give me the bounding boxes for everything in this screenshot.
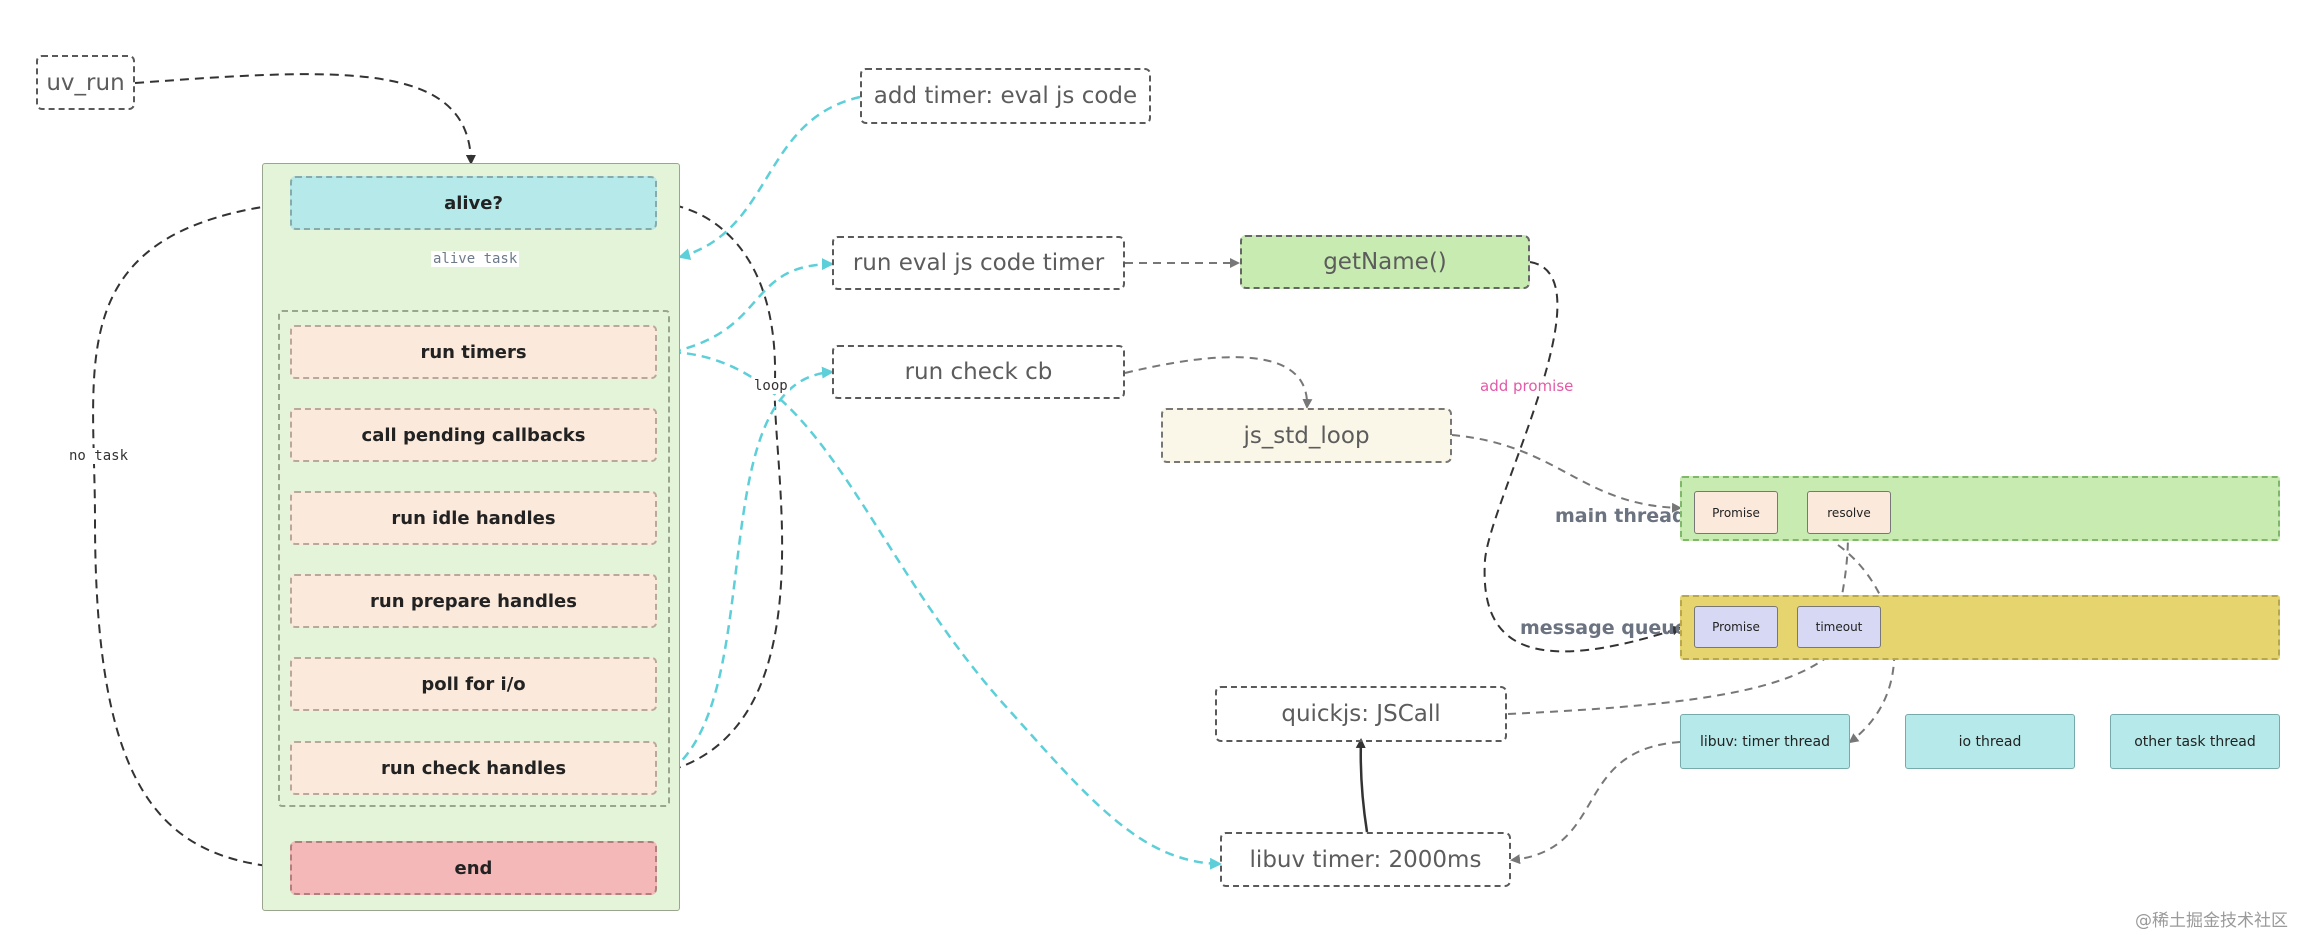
main-thread-lane <box>1680 476 2280 541</box>
end-node: end <box>290 841 657 895</box>
alive-node: alive? <box>290 176 657 230</box>
edge-checkcb-jsstd <box>1124 356 1313 409</box>
edge-getname-queue <box>1483 261 1682 653</box>
poll-io-node: poll for i/o <box>290 657 657 711</box>
edge-addtimer-alive <box>678 95 861 261</box>
message-queue-label: message queue <box>1520 617 1688 639</box>
timeout-chip: timeout <box>1797 606 1881 648</box>
loop-label: loop <box>752 378 790 394</box>
call-pending-callbacks-node: call pending callbacks <box>290 408 657 462</box>
edge-check-cb <box>671 366 834 771</box>
quickjs-jscall-node: quickjs: JSCall <box>1215 686 1507 742</box>
promise-chip-queue: Promise <box>1694 606 1778 648</box>
run-idle-handles-node: run idle handles <box>290 491 657 545</box>
no-task-label: no task <box>67 448 131 464</box>
loop-phases-group <box>278 310 670 807</box>
run-eval-timer-node: run eval js code timer <box>832 236 1125 290</box>
main-thread-label: main thread <box>1555 505 1686 527</box>
edge-no-task <box>92 202 292 873</box>
other-task-thread-node: other task thread <box>2110 714 2280 769</box>
promise-chip-main: Promise <box>1694 491 1778 534</box>
edge-timers-libuv <box>671 350 1222 870</box>
edge-libuv-jscall <box>1355 738 1369 833</box>
add-timer-node: add timer: eval js code <box>860 68 1151 124</box>
edge-uvrun-alive <box>134 73 476 165</box>
js-std-loop-node: js_std_loop <box>1161 408 1452 463</box>
run-prepare-handles-node: run prepare handles <box>290 574 657 628</box>
io-thread-node: io thread <box>1905 714 2075 769</box>
run-check-handles-node: run check handles <box>290 741 657 795</box>
libuv-timer-node: libuv timer: 2000ms <box>1220 832 1511 887</box>
run-timers-node: run timers <box>290 325 657 379</box>
alive-task-label: alive task <box>431 251 520 267</box>
run-check-cb-node: run check cb <box>832 345 1125 399</box>
resolve-chip: resolve <box>1807 491 1891 534</box>
message-queue-lane <box>1680 595 2280 660</box>
watermark: @稀土掘金技术社区 <box>2135 911 2288 931</box>
edge-jsstd-mainthread <box>1451 434 1682 513</box>
add-promise-label: add promise <box>1478 377 1576 395</box>
get-name-node: getName() <box>1240 235 1530 289</box>
edge-timers-eval <box>671 258 834 354</box>
timer-thread-node: libuv: timer thread <box>1680 714 1850 769</box>
uv-run-node: uv_run <box>36 55 135 110</box>
edge-timerthread-libuv <box>1510 741 1681 865</box>
